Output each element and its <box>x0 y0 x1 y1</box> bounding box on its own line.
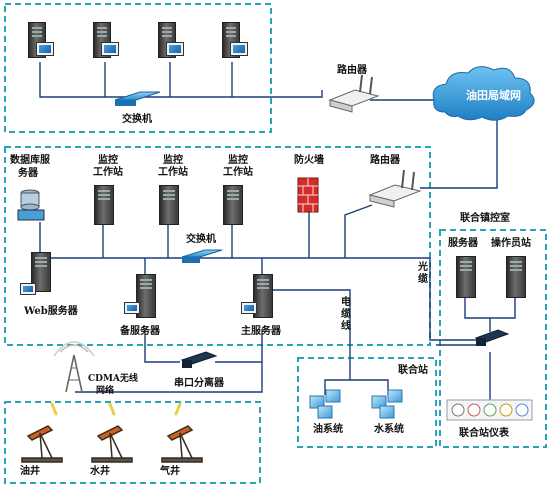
serial-splitter-label: 串口分离器 <box>174 378 224 389</box>
frame-station <box>297 357 437 448</box>
switch-mid-label: 交换机 <box>186 234 216 245</box>
cdma-label-2: 网络 <box>96 386 115 396</box>
main-server-tower <box>253 274 273 318</box>
firewall-shape <box>297 177 319 213</box>
water-well-label: 水井 <box>90 466 110 477</box>
oil-system-label: 油系统 <box>313 424 343 435</box>
backup-server-label: 备服务器 <box>120 326 160 337</box>
web-server-monitor <box>20 283 36 295</box>
frame-united-room <box>439 229 547 448</box>
switch-top-front <box>115 100 136 106</box>
db-server-label-1: 数据库服 <box>10 155 50 166</box>
ws1-label-1: 监控 <box>98 155 118 166</box>
water-system-cubes <box>371 389 403 419</box>
switch-mid-front <box>182 257 200 263</box>
backup-server-tower <box>136 274 156 318</box>
backup-server-monitor <box>124 302 140 314</box>
pc-top-2-monitor <box>101 42 119 56</box>
cable-label-1: 电 <box>341 297 351 308</box>
db-server-label-2: 务器 <box>18 168 38 179</box>
web-server-label: Web服务器 <box>24 306 78 317</box>
oil-system-cubes <box>309 389 341 419</box>
ws3-label-1: 监控 <box>228 155 248 166</box>
ws1-tower <box>94 185 114 225</box>
cloud-label: 油田局域网 <box>466 89 521 102</box>
ws3-label-2: 工作站 <box>223 167 253 178</box>
link-cloud-down <box>420 118 498 189</box>
link-to-fiber <box>345 257 478 341</box>
cdma-label-1: CDMA无线 <box>88 374 138 384</box>
instruments-label: 联合站仪表 <box>459 428 509 439</box>
ws2-tower <box>159 185 179 225</box>
router-top-label: 路由器 <box>337 65 367 76</box>
link-to-cable <box>262 289 351 355</box>
main-server-label: 主服务器 <box>241 326 281 337</box>
water-well-pump <box>91 425 133 463</box>
frame-control-center <box>4 146 431 346</box>
cable-label-3: 线 <box>341 321 351 332</box>
web-server-tower <box>31 252 51 292</box>
room-operator-label: 操作员站 <box>491 238 531 249</box>
instrument-gauges <box>446 399 533 421</box>
splitter-front <box>182 360 192 368</box>
pc-top-1-monitor <box>36 42 54 56</box>
firewall-label: 防火墙 <box>294 155 324 166</box>
fiber-label-1: 光 <box>418 262 428 273</box>
link-router-mid <box>344 204 373 258</box>
fiber-label-2: 缆 <box>418 274 428 285</box>
ws2-label-2: 工作站 <box>158 167 188 178</box>
oil-well-pump <box>21 425 63 463</box>
pc-top-3-monitor <box>166 42 184 56</box>
room-server-tower <box>456 256 476 298</box>
main-server-monitor <box>241 302 257 314</box>
switch-top-body <box>114 91 161 101</box>
cable-label-2: 缆 <box>341 309 351 320</box>
room-server-label: 服务器 <box>448 238 478 249</box>
ws2-label-1: 监控 <box>163 155 183 166</box>
frame-top-lan <box>4 3 272 133</box>
united-room-label: 联合镇控室 <box>460 213 510 224</box>
router-mid-label: 路由器 <box>370 155 400 166</box>
database-shape <box>17 189 45 221</box>
oil-well-label: 油井 <box>20 466 40 477</box>
router-top-shape <box>328 74 380 113</box>
cloud-shape <box>432 66 535 121</box>
ws3-tower <box>223 185 243 225</box>
link-cdma <box>75 362 263 393</box>
room-operator-tower <box>506 256 526 298</box>
link-station-bus <box>324 379 389 395</box>
station-label: 联合站 <box>398 365 428 376</box>
switch-mid-body <box>181 249 223 258</box>
link-top-bus <box>39 62 323 98</box>
water-system-label: 水系统 <box>374 424 404 435</box>
ws1-label-2: 工作站 <box>93 167 123 178</box>
wireless-signals <box>50 402 182 416</box>
cdma-tower-shape <box>53 341 95 393</box>
pc-top-4-monitor <box>230 42 248 56</box>
switch-top-label: 交换机 <box>122 114 152 125</box>
gas-well-label: 气井 <box>160 466 180 477</box>
router-mid-shape <box>368 169 422 208</box>
gas-well-pump <box>161 425 203 463</box>
link-room-servers <box>464 298 516 319</box>
frame-wells <box>4 401 261 484</box>
hub-front <box>476 338 486 346</box>
